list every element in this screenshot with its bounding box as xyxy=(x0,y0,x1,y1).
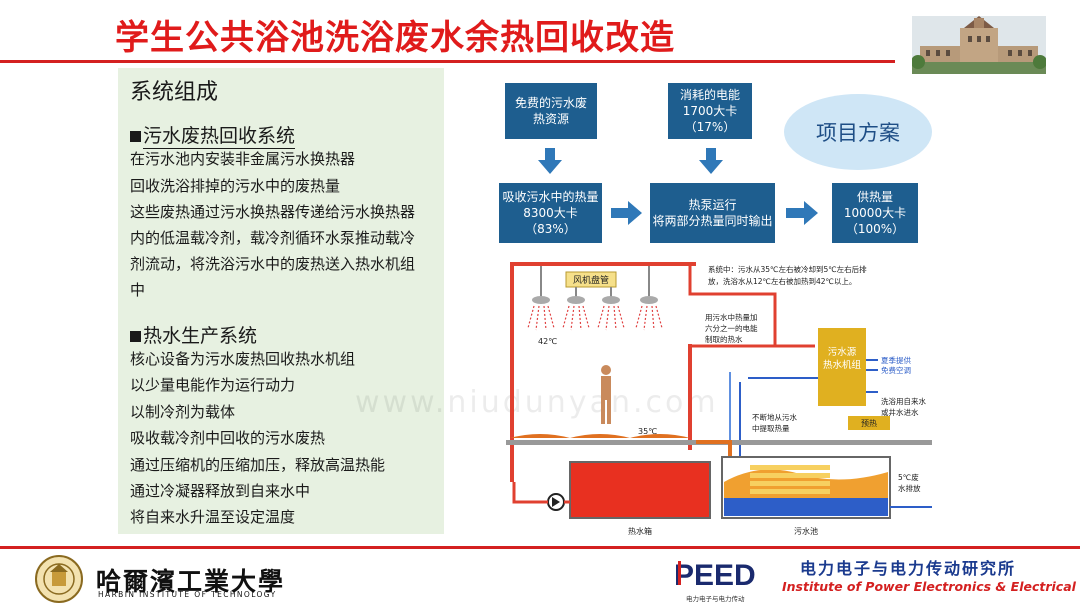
arrow-down-icon xyxy=(538,148,562,174)
section1-line: 这些废热通过污水换热器传递给污水换热器 xyxy=(130,203,416,221)
section2-line: 吸收载冷剂中回收的污水废热 xyxy=(130,429,326,447)
title-divider xyxy=(0,60,895,63)
shower-head-icon xyxy=(527,266,555,331)
hit-name-en: HARBIN INSTITUTE OF TECHNOLOGY xyxy=(98,590,277,599)
svg-text:六分之一的电能: 六分之一的电能 xyxy=(705,323,758,333)
svg-text:中提取热量: 中提取热量 xyxy=(752,423,790,433)
peed-logo: PEED xyxy=(674,559,756,592)
system-diagram: 风机盘管 42℃ 系统中：污水从35℃左右被冷却到5℃左右后排 放，洗浴水从12… xyxy=(506,262,932,536)
fan-coil xyxy=(565,271,617,288)
svg-text:5℃废: 5℃废 xyxy=(898,472,919,482)
project-plan-oval: 项目方案 xyxy=(784,94,932,170)
svg-text:水排放: 水排放 xyxy=(898,483,921,493)
svg-text:不断地从污水: 不断地从污水 xyxy=(752,412,797,422)
svg-text:洗浴用自来水: 洗浴用自来水 xyxy=(881,396,926,406)
svg-text:预热: 预热 xyxy=(861,418,877,428)
section1-line: 内的低温载冷剂，载冷剂循环水泵推动载冷 xyxy=(130,229,416,247)
section2-line: 以制冷剂为载体 xyxy=(130,403,236,421)
bullet-square-icon xyxy=(130,131,141,142)
section-hot-water-title: 热水生产系统 xyxy=(130,321,257,348)
bullet-square-icon xyxy=(130,331,141,342)
svg-text:热水机组: 热水机组 xyxy=(823,359,862,371)
section1-line: 在污水池内安装非金属污水换热器 xyxy=(130,150,356,168)
hot-water-tank xyxy=(569,461,711,519)
section2-line: 以少量电能作为运行动力 xyxy=(130,376,296,394)
institute-name-cn: 电力电子与电力传动研究所 xyxy=(800,559,1017,578)
arrow-right-icon xyxy=(786,201,818,225)
section2-line: 核心设备为污水废热回收热水机组 xyxy=(130,350,356,368)
section2-line: 通过冷凝器释放到自来水中 xyxy=(130,482,311,500)
section-sewage-heat-title: 污水废热回收系统 xyxy=(130,121,296,149)
heat-supply-box: 供热量 10000大卡 （100%） xyxy=(832,183,918,243)
building-image xyxy=(912,16,1046,74)
section2-line: 通过压缩机的压缩加压，释放高温热能 xyxy=(130,456,386,474)
shower-head-icon xyxy=(597,287,625,331)
page-title: 学生公共浴池洗浴废水余热回收改造 xyxy=(115,18,675,58)
bather-figure xyxy=(601,365,611,424)
section1-line: 中 xyxy=(130,281,146,299)
heat-pump-unit xyxy=(818,328,866,406)
svg-text:或井水进水: 或井水进水 xyxy=(881,407,919,417)
svg-text:免费空调: 免费空调 xyxy=(881,365,911,375)
svg-text:35℃: 35℃ xyxy=(638,427,657,436)
free-waste-heat-box: 免费的污水废 热资源 xyxy=(505,83,597,139)
section1-line: 回收洗浴排掉的污水中的废热量 xyxy=(130,177,341,195)
svg-text:放，洗浴水从12℃左右被加热到42℃以上。: 放，洗浴水从12℃左右被加热到42℃以上。 xyxy=(708,276,856,286)
panel-heading: 系统组成 xyxy=(130,80,219,105)
hit-seal-logo xyxy=(35,555,83,603)
svg-text:用污水中热量加: 用污水中热量加 xyxy=(705,312,758,322)
svg-text:PEED: PEED xyxy=(674,559,756,592)
absorbed-heat-box: 吸收污水中的热量 8300大卡 （83%） xyxy=(499,183,602,243)
section2-line: 将自来水升温至设定温度 xyxy=(130,508,296,526)
arrow-down-icon xyxy=(699,148,723,174)
svg-text:42℃: 42℃ xyxy=(538,337,557,346)
shower-head-icon xyxy=(635,266,663,331)
system-composition-panel: 系统组成 污水废热回收系统 在污水池内安装非金属污水换热器 回收洗浴排掉的污水中… xyxy=(118,68,444,534)
svg-text:风机盘管: 风机盘管 xyxy=(573,274,609,286)
footer-divider xyxy=(0,546,1080,549)
svg-text:污水源: 污水源 xyxy=(828,346,857,358)
svg-text:系统中：污水从35℃左右被冷却到5℃左右后排: 系统中：污水从35℃左右被冷却到5℃左右后排 xyxy=(708,264,867,274)
svg-text:热水箱: 热水箱 xyxy=(628,526,652,536)
shower-head-icon xyxy=(562,287,590,331)
svg-text:夏季提供: 夏季提供 xyxy=(881,355,911,365)
watermark: www.niudunyan.com xyxy=(355,385,719,420)
preheat-box xyxy=(848,416,890,430)
svg-text:制取的热水: 制取的热水 xyxy=(705,334,743,344)
electric-energy-box: 消耗的电能 1700大卡 （17%） xyxy=(668,83,752,139)
svg-text:污水池: 污水池 xyxy=(794,526,818,536)
arrow-right-icon xyxy=(611,201,642,225)
hit-name-cn: 哈爾濱工業大學 xyxy=(96,567,286,596)
institute-name-en: Institute of Power Electronics & Electri… xyxy=(782,579,1080,594)
peed-subtitle: 电力电子与电力传动 xyxy=(686,595,745,603)
heat-pump-box: 热泵运行 将两部分热量同时输出 xyxy=(650,183,775,243)
section1-line: 剂流动，将洗浴污水中的废热送入热水机组 xyxy=(130,255,416,273)
